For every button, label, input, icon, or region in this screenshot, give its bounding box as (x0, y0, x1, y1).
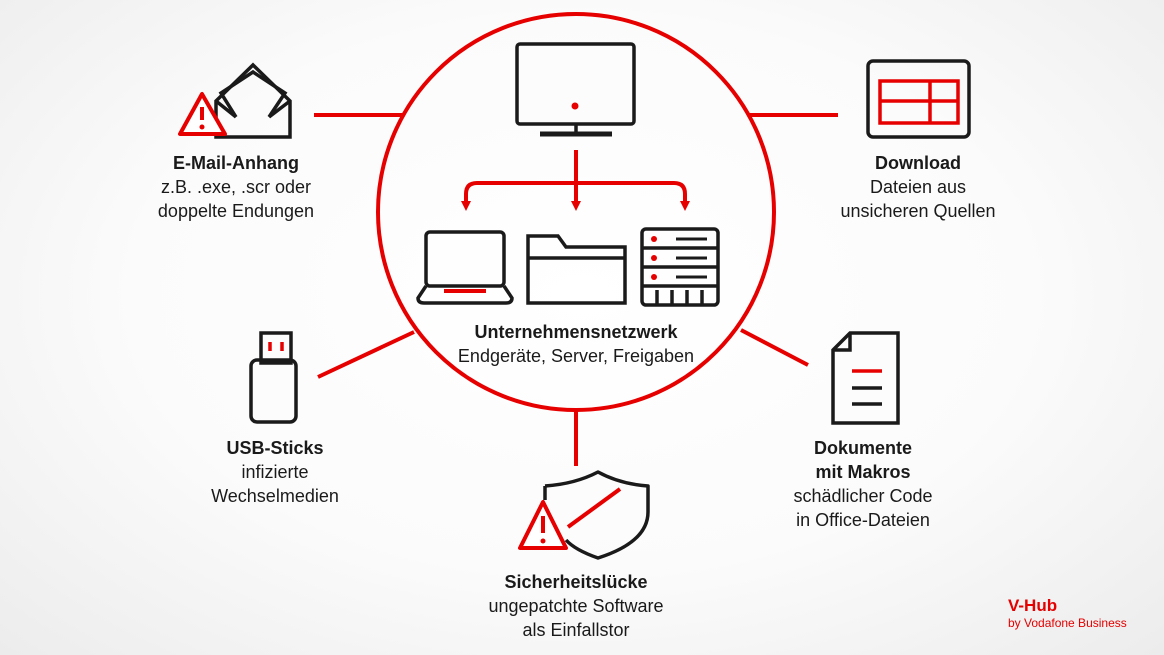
folder-icon (526, 234, 627, 305)
usb-title: USB-Sticks (226, 438, 324, 458)
center-label: Unternehmensnetzwerk Endgeräte, Server, … (426, 320, 726, 368)
label-download: Download Dateien aus unsicheren Quellen (798, 151, 1038, 223)
usb-description: infizierte Wechselmedien (211, 462, 339, 506)
envelope-warning-icon (178, 62, 292, 139)
network-circle (376, 12, 776, 412)
email-description: z.B. .exe, .scr oder doppelte Endungen (157, 177, 315, 221)
distribution-arrows (461, 150, 690, 211)
center-title: Unternehmensnetzwerk (474, 322, 678, 342)
brand-name: V-Hub (1008, 596, 1058, 615)
label-documents: Dokumente mit Makros schädlicher Code in… (743, 436, 983, 532)
download-window-icon (866, 59, 971, 139)
documents-description: schädlicher Code in Office-Dateien (793, 486, 933, 530)
download-title: Download (875, 153, 961, 173)
broken-shield-warning-icon (518, 470, 650, 560)
connector-usb (317, 330, 415, 379)
server-icon (640, 227, 720, 307)
brand-logo: V-Hub by Vodafone Business (1008, 596, 1148, 630)
brand-subtitle: by Vodafone Business (1008, 616, 1127, 630)
label-vulnerability: Sicherheitslücke ungepatchte Software al… (456, 570, 696, 642)
connector-documents (740, 328, 809, 367)
email-title: E-Mail-Anhang (173, 153, 299, 173)
documents-title: Dokumente mit Makros (813, 438, 912, 482)
center-description: Endgeräte, Server, Freigaben (457, 346, 695, 366)
vulnerability-title: Sicherheitslücke (504, 572, 648, 592)
connector-lines (314, 113, 838, 466)
monitor-icon (515, 42, 636, 137)
label-email: E-Mail-Anhang z.B. .exe, .scr oder doppe… (116, 151, 356, 223)
label-usb: USB-Sticks infizierte Wechselmedien (155, 436, 395, 508)
laptop-icon (416, 230, 514, 305)
vulnerability-description: ungepatchte Software als Einfallstor (488, 596, 664, 640)
download-description: Dateien aus unsicheren Quellen (840, 177, 996, 221)
usb-stick-icon (249, 331, 298, 424)
document-icon (831, 331, 900, 425)
